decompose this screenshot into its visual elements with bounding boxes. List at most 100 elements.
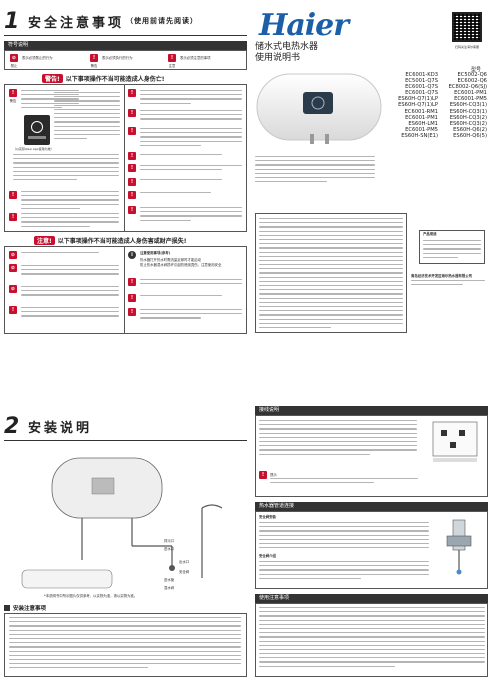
label-inlet: 进水口 <box>164 547 175 551</box>
safety-valve-diagram <box>446 519 472 575</box>
heater-product-image <box>256 73 382 144</box>
symbols-box <box>4 50 247 70</box>
warning-cell-icon-1: ! <box>9 89 17 97</box>
install-section-header: 2 安装说明 <box>4 413 247 439</box>
intro-text <box>255 156 375 185</box>
right-model-2: EC6002-Q6 <box>457 78 487 85</box>
section-divider-2 <box>4 440 247 441</box>
left-model-10: EC6001-PM5 <box>405 126 438 133</box>
caution-box <box>4 246 247 334</box>
right-model-5: EC6001-PM5 <box>454 96 487 103</box>
right-model-9: ES60H-CQ3(2) <box>449 120 487 127</box>
warning-text-8 <box>140 128 242 149</box>
install-section-number: 2 <box>4 413 20 439</box>
notice-text <box>259 218 403 331</box>
purpose-title: 产品用途 <box>423 232 437 236</box>
right-model-1: EC5002-Q6 <box>457 72 487 78</box>
warning-cell-icon-4: ! <box>128 89 136 97</box>
installation-diagram <box>12 448 242 589</box>
warning-cell-icon-9: ! <box>128 178 136 186</box>
right-model-11: ES60H-Q6(5) <box>453 132 487 139</box>
caution-text-3 <box>21 286 119 299</box>
caution-text-5 <box>140 279 242 287</box>
caution-text-7 <box>140 309 242 322</box>
left-model-11: ES60H-SN(E1) <box>401 132 438 139</box>
install-notes-box <box>4 613 247 677</box>
warning-cell-icon-11: ! <box>128 206 136 214</box>
warning-cell-icon-6: ! <box>128 127 136 135</box>
pipe-bar: 热水器管道连接 <box>255 502 488 511</box>
pipe-item-1: 安全阀安装 <box>259 515 276 519</box>
label-mixing-valve: 混水阀 <box>164 586 175 590</box>
symbol-text-1: 表示必须禁止的行为 <box>22 56 53 60</box>
pipe-text-2 <box>259 561 429 582</box>
warning-divider <box>124 84 125 232</box>
company-info <box>411 280 485 288</box>
warning-text-11 <box>140 179 242 183</box>
caution-cell-icon-4: ! <box>9 306 17 314</box>
symbols-bar: 符号说明 <box>4 41 247 50</box>
left-model-6: ES60H-Q7(1)LP <box>398 102 438 109</box>
warning-title: 警告!以下事项操作不当可能造成人身伤亡! <box>42 74 165 83</box>
caution-cell-icon-7: ! <box>128 294 136 302</box>
symbol-tag-3: 注意 <box>168 64 176 68</box>
warning-text-5 <box>21 213 119 230</box>
wiring-bar: 接线说明 <box>255 406 488 415</box>
right-model-8: ES60H-CQ3(2) <box>449 114 487 121</box>
label-drain: 排污口 <box>164 539 175 543</box>
caution-title-text: 以下事项操作不当可能造成人身伤害或财产损失! <box>57 238 187 245</box>
brand-logo: Haier <box>259 8 349 43</box>
warning-label: 警告! <box>42 74 63 83</box>
caution-text-1 <box>21 252 119 256</box>
product-title-line-2: 使用说明书 <box>255 53 301 63</box>
warning-text-9 <box>140 154 242 158</box>
caution-text-6 <box>140 295 242 299</box>
usage-bar: 使用注意事项 <box>255 594 488 603</box>
caution-divider <box>124 246 125 334</box>
symbol-tag-1: 禁止 <box>10 64 18 68</box>
figure-caption: *本说明书中所示图片仅供参考，以实物为准，请以实物为准。 <box>44 594 138 598</box>
caution-cell-icon-8: ! <box>128 308 136 316</box>
qr-code[interactable] <box>452 12 482 42</box>
purpose-text <box>423 240 481 261</box>
caution-notes-title: 注意使用事项(参考) <box>140 251 171 255</box>
wiring-hint-icon: ! <box>259 471 267 479</box>
caution-cell-icon-3: ⊘ <box>9 285 17 293</box>
caution-text-2 <box>21 265 119 278</box>
caution-cell-icon-5: i <box>128 251 136 259</box>
caution-text-4 <box>21 307 119 320</box>
caution-note-1: 热水器打开热水时需流量足够时才能启动 <box>140 258 202 262</box>
install-notes-title: 安装注意事项 <box>13 606 47 612</box>
warning-text-1 <box>21 90 79 111</box>
notice-box <box>255 213 407 333</box>
left-model-9: ES60H-LM1 <box>408 120 438 127</box>
caution-icon: ! <box>168 54 176 62</box>
warning-title-text: 以下事项操作不当可能造成人身伤亡! <box>65 76 165 83</box>
caution-cell-icon-1: ⊘ <box>9 251 17 259</box>
safety-section-header: 1 安全注意事项 （使用前请先阅读） <box>4 8 247 34</box>
company-name: 青岛经济技术开发区海尔热水器有限公司 <box>411 274 473 278</box>
left-column: 1 安全注意事项 （使用前请先阅读） 符号说明 ⊘ 禁止 表示必须禁止的行为 !… <box>4 8 247 678</box>
right-model-3: EC8002-Q6(SJ) <box>448 84 487 91</box>
section-divider <box>4 35 247 36</box>
socket-diagram <box>432 421 478 462</box>
models-label: 型号 <box>471 67 482 73</box>
install-notes-text <box>9 617 241 671</box>
warning-cell-icon-10: ! <box>128 191 136 199</box>
pipe-item-2: 安全阀介绍 <box>259 554 276 558</box>
wiring-text <box>259 420 417 458</box>
left-model-1: EC6001-KD3 <box>405 72 438 78</box>
warning-icon: ! <box>90 54 98 62</box>
caution-title: 注意!以下事项操作不当可能造成人身伤害或财产损失! <box>34 236 187 245</box>
warning-text-13 <box>140 207 242 224</box>
usage-box <box>255 603 488 677</box>
safety-section-title: 安全注意事项 <box>28 15 125 31</box>
left-model-7: EC6001-RM1 <box>404 108 438 115</box>
usage-text <box>259 607 485 670</box>
right-model-7: ES60H-CQ3(1) <box>449 108 487 115</box>
bathroom-image <box>24 115 50 145</box>
warning-cell-icon-7: ! <box>128 152 136 160</box>
product-title: 储水式电热水器 使用说明书 <box>255 42 318 64</box>
